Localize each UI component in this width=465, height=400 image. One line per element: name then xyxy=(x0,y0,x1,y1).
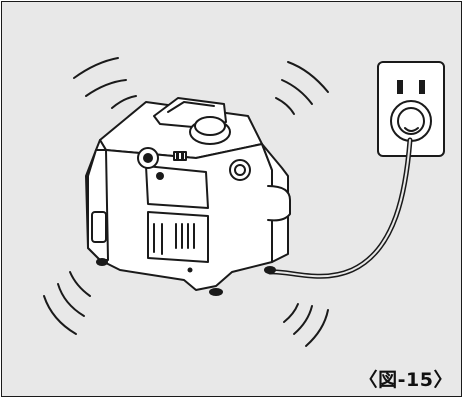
generator xyxy=(86,98,290,296)
vibration-lines-upper-left xyxy=(74,58,136,108)
vibration-lines-lower-left xyxy=(44,272,90,334)
vibration-lines-upper-right xyxy=(276,62,328,114)
figure-caption: 〈図-15〉 xyxy=(359,365,453,392)
vibration-lines-lower-right xyxy=(284,304,328,346)
